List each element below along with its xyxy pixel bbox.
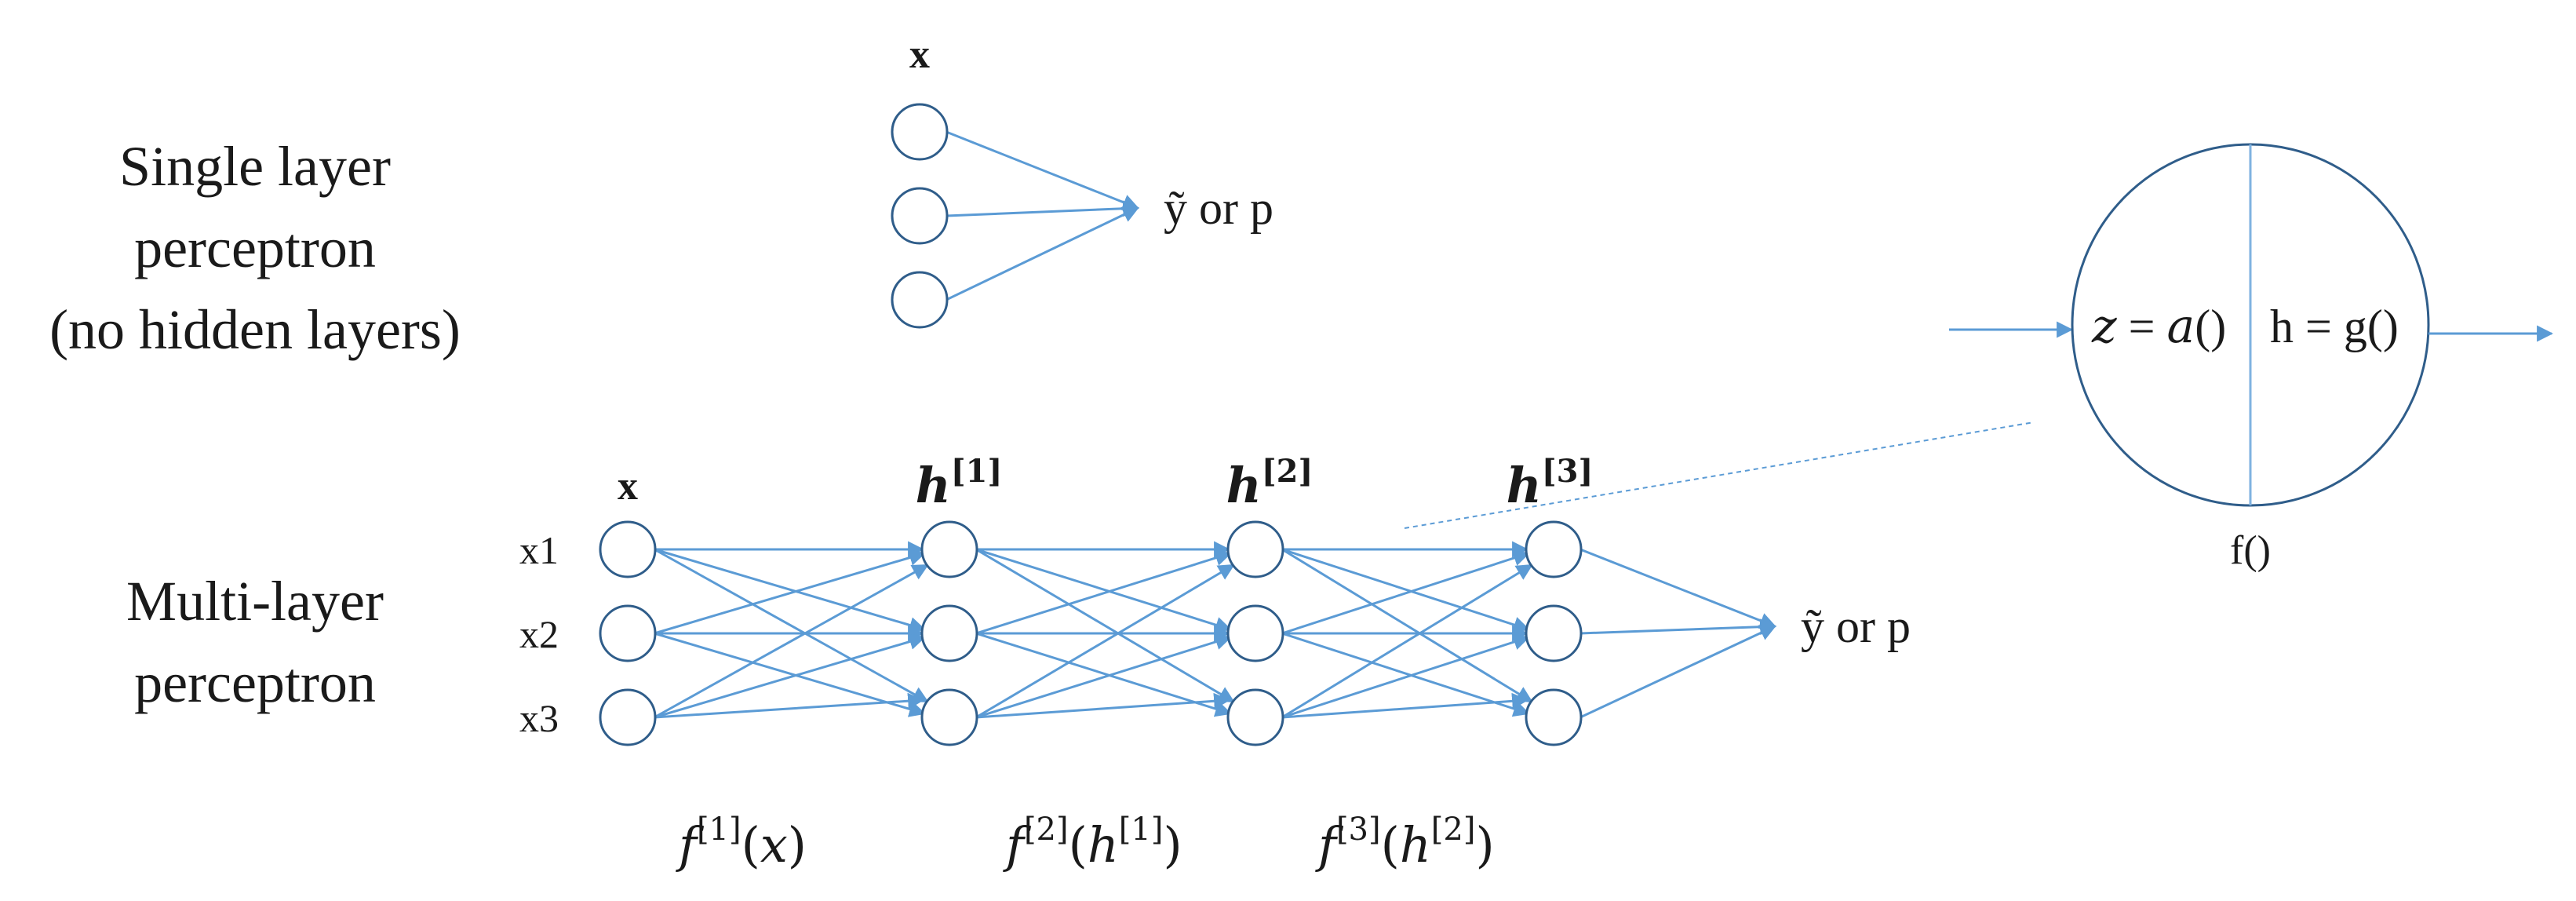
h3-node-1 [1525,520,1583,578]
function-labels: f[1](x) f[2](h[1]) f[3](h[2]) [676,812,1495,874]
hidden-layer-1-nodes [920,520,978,746]
edge-h1c-h2c [975,692,1231,719]
single-edges [946,130,1140,301]
multi-output-label: ỹ or p [1801,600,1911,652]
edge-h3a-out [1579,548,1776,629]
single-input-node-1 [891,103,949,161]
edge-h2b-h3c [1281,632,1530,717]
edge-x1-h1b [654,548,927,633]
edge-h2c-h3a [1281,564,1533,719]
layer-header-1: h[1] [916,453,1003,514]
neuron-f-label: f() [2230,528,2271,573]
input-name-x1: x1 [519,528,559,572]
single-edge-2 [946,200,1140,217]
multi-title-line-2: perceptron [134,651,376,714]
edge-x3-h1b [654,633,927,719]
layer-header-2: h[2] [1226,453,1314,514]
edge-x2-h1a [654,549,927,635]
edge-h1a-h2c [975,548,1235,703]
edge-h1b-h2a [975,549,1233,635]
h3-node-3 [1525,688,1583,746]
input-name-x2: x2 [519,612,559,656]
edge-h2c-h3b [1281,633,1530,719]
function-label-3: f[3](h[2]) [1315,812,1495,874]
layer-header-3: h[3] [1507,453,1594,514]
multi-layer-title: Multi-layer perceptron [126,570,384,714]
input-node-1 [599,520,657,578]
single-edge-3 [946,206,1139,301]
h1-node-3 [920,688,978,746]
single-output-label: ỹ or p [1164,182,1273,234]
multi-edges [654,541,1777,719]
input-node-2 [599,604,657,662]
single-edge-1 [946,130,1139,210]
h2-node-1 [1226,520,1284,578]
neuron-h-equation: h = g() [2270,301,2399,352]
edge-h1c-h2b [975,633,1233,719]
single-title-line-3: (no hidden layers) [49,298,461,361]
layer-headers: h[1] h[2] h[3] [916,453,1594,514]
function-label-2: f[2](h[1]) [1003,812,1182,874]
zoom-connector-line [1404,421,2035,529]
edge-h2c-h3c [1281,692,1529,719]
function-label-1: f[1](x) [676,812,807,874]
h2-node-3 [1226,688,1284,746]
hidden-layer-2-nodes [1226,520,1284,746]
hidden-layer-3-nodes [1525,520,1583,746]
input-node-3 [599,688,657,746]
h2-node-2 [1226,604,1284,662]
multi-title-line-1: Multi-layer [126,570,384,633]
h1-node-2 [920,604,978,662]
neuron-z-equation: z = a() [2091,299,2226,354]
edge-h3b-out [1579,618,1777,636]
edge-x3-h1c [654,692,925,719]
edge-h3c-out [1579,625,1776,719]
single-title-line-2: perceptron [134,217,376,279]
single-input-label: x [909,32,930,77]
h1-node-1 [920,520,978,578]
edge-x2-h1c [654,632,927,717]
edge-h1c-h2a [975,564,1235,719]
input-name-x3: x3 [519,696,559,740]
input-names: x1 x2 x3 [519,528,559,740]
edge-x1-h1c [654,548,929,703]
single-input-node-2 [891,187,949,245]
edge-h1a-h2b [975,548,1233,633]
input-layer-nodes [599,520,657,746]
h3-node-2 [1525,604,1583,662]
single-input-node-3 [891,271,949,329]
edge-h2a-h3c [1281,548,1533,703]
edge-h2b-h3a [1281,549,1530,635]
edge-h2a-h3b [1281,548,1530,633]
multi-input-label: x [618,464,638,509]
edge-h1b-h2c [975,632,1233,717]
single-title-line-1: Single layer [119,135,391,198]
single-input-nodes [891,103,949,329]
single-layer-title: Single layer perceptron (no hidden layer… [49,135,461,361]
edge-x3-h1a [654,564,929,719]
